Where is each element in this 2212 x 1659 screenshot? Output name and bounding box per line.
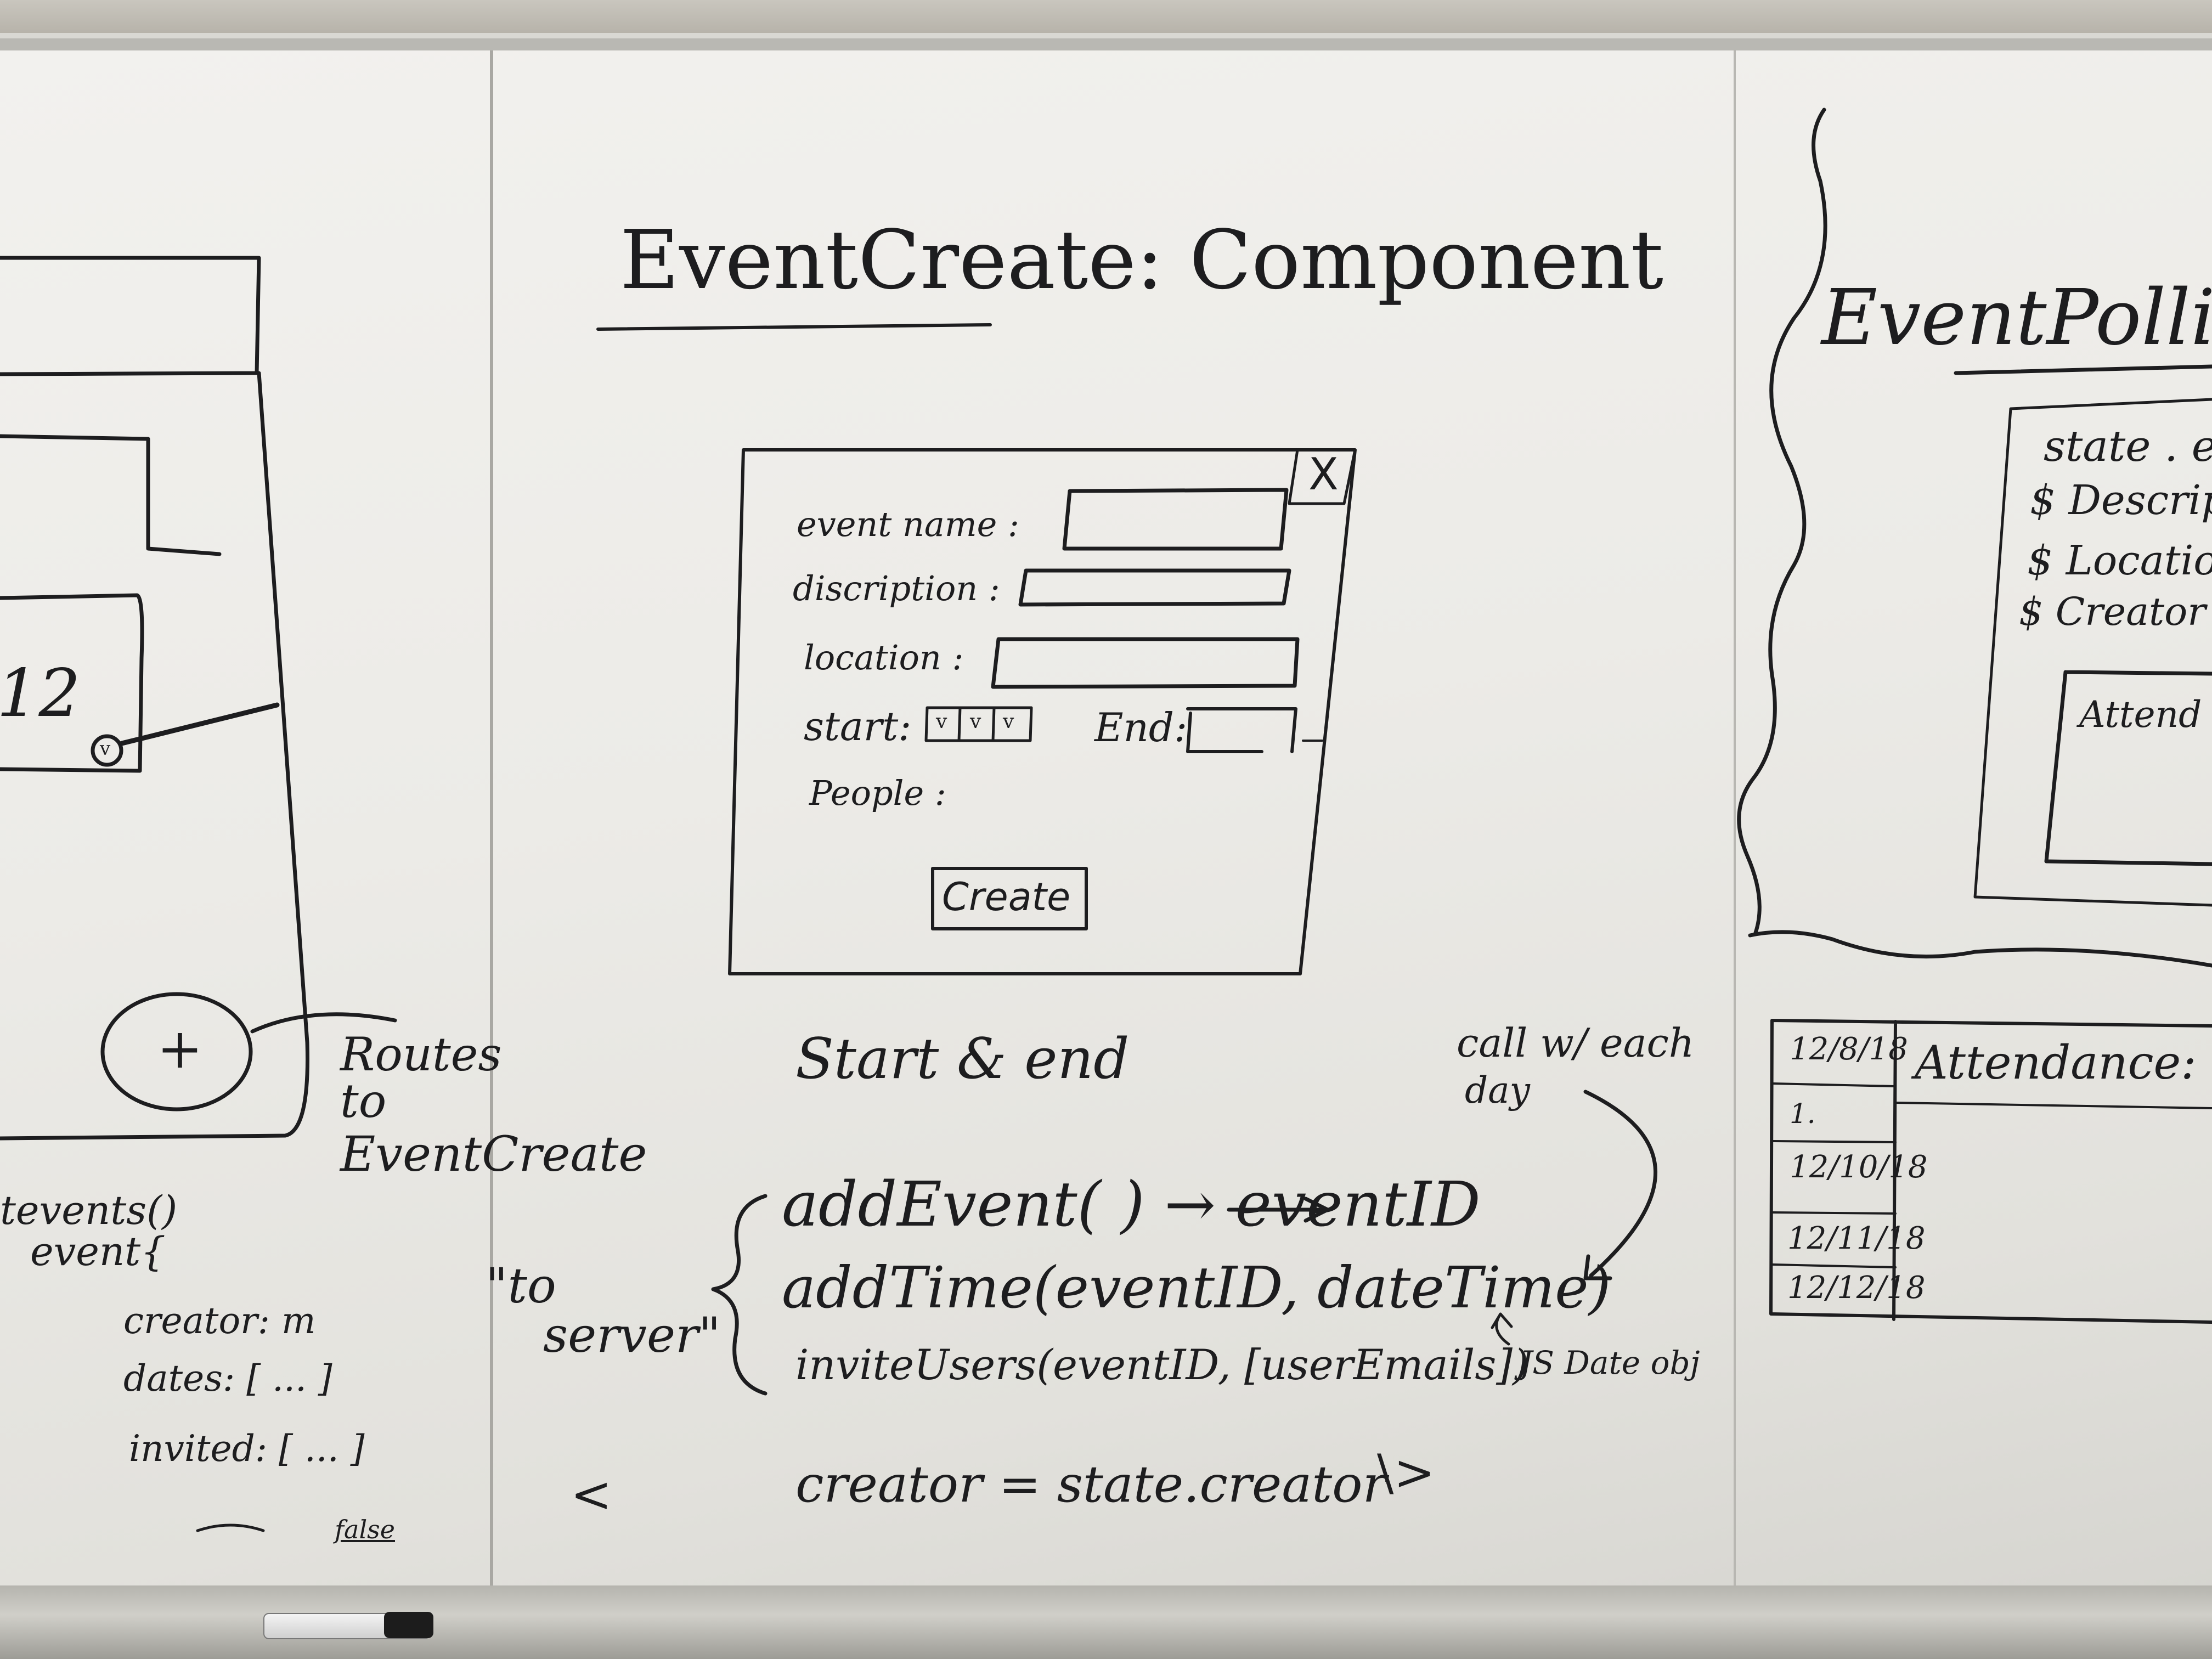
creator-state-line: creator = state.creator xyxy=(795,1455,1387,1514)
return-arrow xyxy=(1227,1197,1330,1223)
attendance-date-row-5[interactable]: 12/12/18 xyxy=(1787,1270,1926,1306)
api-brace xyxy=(711,1194,768,1396)
dialog-outline xyxy=(728,448,1357,975)
event-name-label: event name : xyxy=(797,504,1019,544)
left-card-badge-circle xyxy=(91,734,123,767)
attendance-date-row-2[interactable]: 1. xyxy=(1790,1098,1816,1130)
start-day-select[interactable]: v xyxy=(970,710,981,733)
left-pointer-line xyxy=(119,702,280,746)
attendance-table-rows xyxy=(1772,1082,2212,1268)
right-bottom-divider xyxy=(1748,930,2212,968)
left-phone-body xyxy=(0,371,309,1141)
event-name-input-outline xyxy=(1062,488,1289,551)
api-invite-users: inviteUsers(eventID, [userEmails]) xyxy=(795,1340,1529,1389)
to-server-note-line-2: server" xyxy=(543,1307,721,1363)
location-input-outline xyxy=(991,637,1300,689)
polling-state-line-1: state . e xyxy=(2044,422,2212,471)
left-code-dates: dates: [ ... ] xyxy=(123,1357,332,1400)
left-code-creator: creator: m xyxy=(123,1300,316,1342)
right-section-divider xyxy=(1737,108,1827,935)
whiteboard-marker-cap xyxy=(384,1612,433,1638)
dialog-close-box xyxy=(1288,448,1357,505)
left-code-line-2: event{ xyxy=(30,1228,166,1274)
routes-note-line-2: to xyxy=(340,1074,387,1128)
start-end-note: Start & end xyxy=(795,1026,1130,1092)
attendance-header: Attendance: # xyxy=(1915,1036,2212,1090)
panel-seam-left xyxy=(490,50,493,1592)
to-server-note-line-1: "to xyxy=(486,1257,556,1314)
plus-route-line xyxy=(250,1012,397,1034)
left-card xyxy=(0,593,144,773)
event-polling-title: EventPolling xyxy=(1821,273,2212,363)
call-each-day-arrow xyxy=(1583,1090,1657,1280)
attendance-date-row-1[interactable]: 12/8/18 xyxy=(1790,1031,1908,1067)
description-input-outline xyxy=(1018,568,1291,607)
event-polling-underline xyxy=(1954,364,2212,375)
call-each-note-day: day xyxy=(1465,1069,1530,1111)
end-label: End: xyxy=(1094,704,1188,751)
whiteboard xyxy=(0,38,2212,1591)
api-add-time: addTime(eventID, dateTime) xyxy=(782,1254,1611,1321)
left-badge-number: 12 xyxy=(0,656,81,732)
create-button[interactable]: Create xyxy=(942,874,1071,919)
left-screen-block xyxy=(0,434,222,556)
right-angle-mark: \> xyxy=(1377,1444,1435,1502)
plus-button[interactable]: + xyxy=(157,1017,203,1081)
people-label: People : xyxy=(809,773,946,813)
call-each-note: call w/ each xyxy=(1457,1020,1695,1066)
api-add-event: addEvent( ) → eventID xyxy=(782,1169,1481,1240)
attendance-date-row-3[interactable]: 12/10/18 xyxy=(1790,1149,1928,1185)
description-label: discription : xyxy=(793,568,1000,608)
polling-state-line-2: $ Descript xyxy=(2030,477,2212,524)
attendees-box-label: Attend xyxy=(2079,693,2202,736)
polling-card-outline xyxy=(1973,398,2212,907)
left-phone-header xyxy=(0,256,261,376)
start-year-select[interactable]: v xyxy=(1003,710,1014,733)
left-code-line-1: tevents() xyxy=(0,1187,178,1233)
start-label: start: xyxy=(804,703,912,749)
panel-seam-right xyxy=(1734,50,1736,1592)
end-input-outline xyxy=(1186,707,1297,753)
routes-note-line-1: Routes xyxy=(340,1028,502,1081)
location-label: location : xyxy=(804,637,964,678)
start-month-select[interactable]: v xyxy=(936,710,947,733)
title-underline xyxy=(596,323,992,331)
start-dropdowns-outline xyxy=(924,706,1033,742)
plus-button-circle xyxy=(100,992,253,1111)
left-code-false: false xyxy=(335,1515,395,1544)
dialog-close-button[interactable]: X xyxy=(1308,449,1339,500)
polling-state-line-3: $ Locatio xyxy=(2027,537,2212,584)
page-title: EventCreate: Component xyxy=(620,213,1664,307)
polling-state-line-4: $ Creator xyxy=(2019,589,2206,634)
wall-strip xyxy=(0,0,2212,33)
js-date-note: JS Date obj xyxy=(1520,1344,1700,1381)
attendance-table-outline xyxy=(1769,1019,2212,1324)
left-code-invited: invited: [ ... ] xyxy=(129,1427,365,1470)
routes-note-line-3: EventCreate xyxy=(340,1126,647,1182)
left-tilde-mark xyxy=(196,1523,265,1532)
left-badge-mark: v xyxy=(100,738,111,760)
attendance-date-row-4[interactable]: 12/11/18 xyxy=(1787,1221,1926,1256)
js-date-arrow xyxy=(1491,1312,1513,1346)
attendees-box-outline xyxy=(2044,670,2212,866)
left-angle-mark: < xyxy=(571,1466,612,1523)
create-button-outline xyxy=(931,867,1088,930)
